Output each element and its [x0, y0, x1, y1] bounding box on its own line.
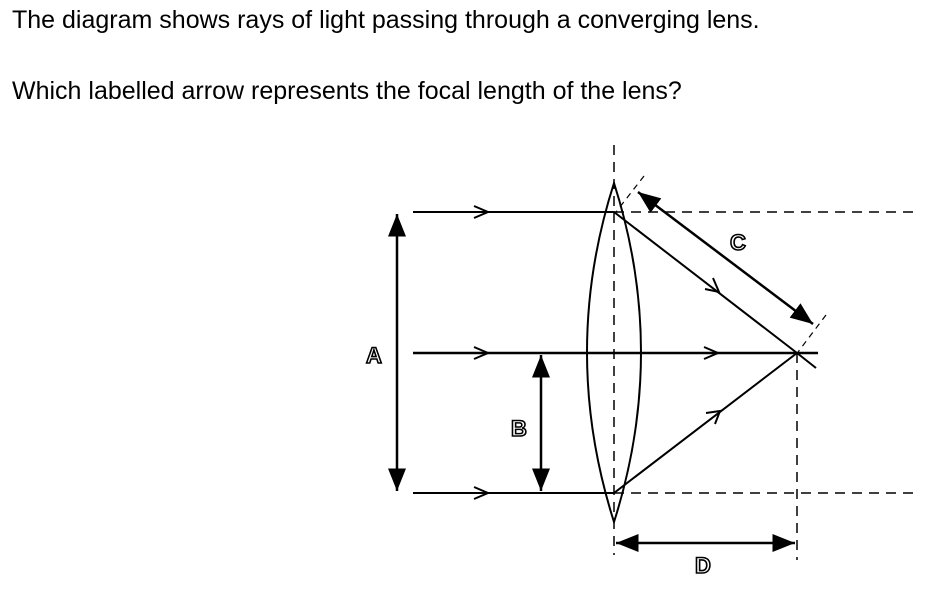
label-c: C	[730, 230, 746, 255]
ray-arrow-icon	[704, 277, 721, 294]
arrow-c-extension	[615, 175, 645, 213]
ray-arrow-icon	[703, 346, 721, 360]
question-intro: The diagram shows rays of light passing …	[12, 6, 760, 34]
bottom-ray	[413, 352, 798, 494]
ray-arrow-icon	[473, 205, 491, 219]
arrow-c-extension	[797, 314, 827, 353]
converging-lens	[586, 179, 642, 526]
label-b: B	[511, 416, 527, 441]
focal-cross	[796, 352, 817, 369]
label-d: D	[695, 553, 711, 578]
ray-arrow-icon	[473, 346, 491, 360]
ray-arrow-icon	[473, 486, 491, 500]
arrow-c	[637, 191, 814, 325]
ray-arrow-icon	[705, 409, 722, 425]
question-prompt: Which labelled arrow represents the foca…	[12, 77, 682, 105]
label-a: A	[366, 343, 382, 368]
